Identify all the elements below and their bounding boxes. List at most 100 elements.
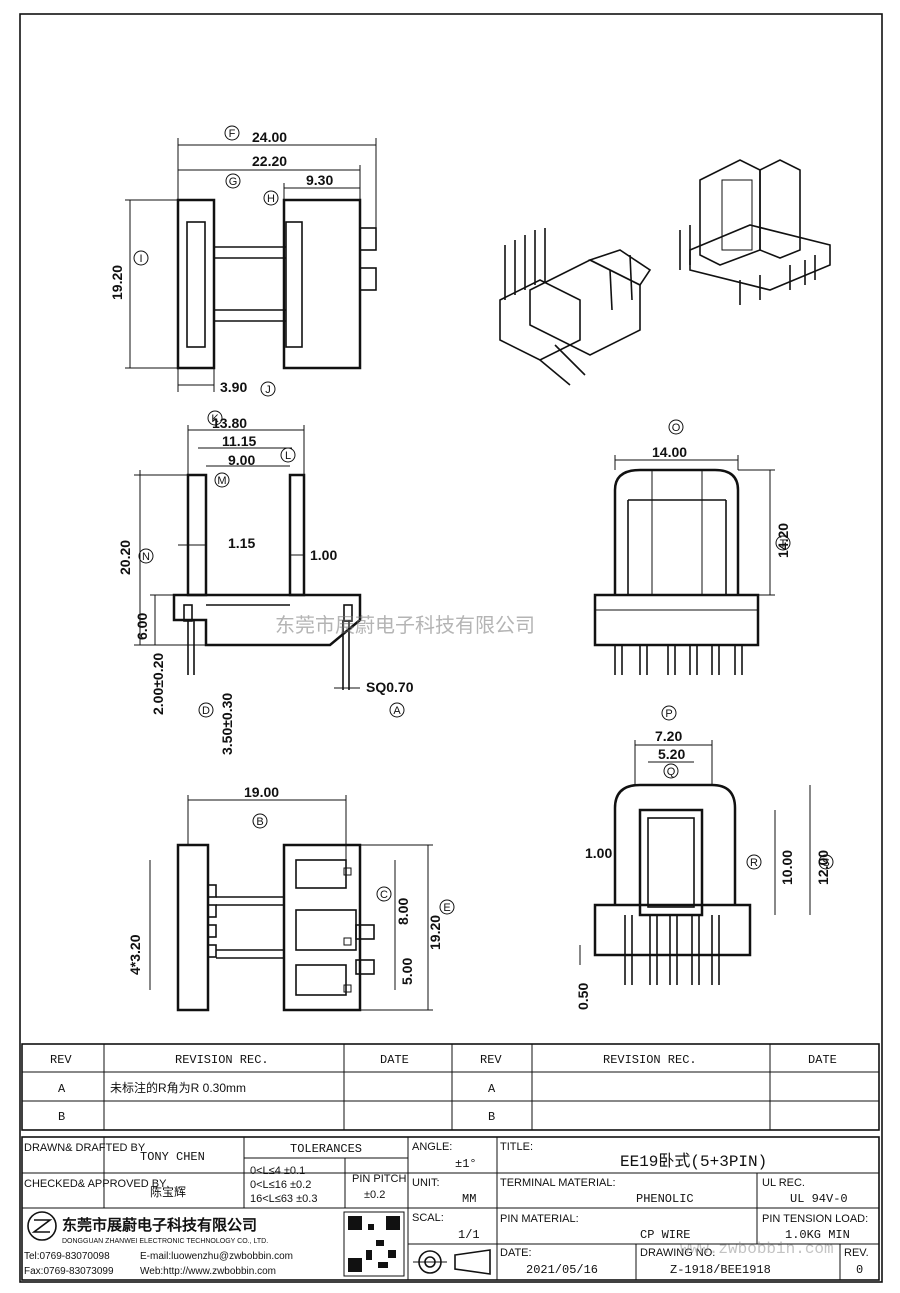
callout-circle-i [133,250,149,266]
dim-pin-length-1: 2.00±0.20 [150,653,166,715]
callout-circle-s [818,854,834,870]
callout-letter-q: Q [667,766,676,778]
scale-value: 1/1 [458,1228,480,1242]
drawn-value: TONY CHEN [140,1150,205,1164]
callout-letter-s: S [822,857,829,869]
callout-circle-q [663,763,679,779]
callout-circle-b [252,813,268,829]
callout-letter-l: L [285,450,291,462]
angle-value: ±1° [455,1157,477,1171]
scale-label: SCAL: [412,1212,444,1224]
dim-section-inner-width: 5.20 [658,746,685,762]
callout-circle-r [746,854,762,870]
callout-circle-n [138,548,154,564]
callout-letter-j: J [265,384,271,396]
terminal-material-value: PHENOLIC [636,1192,694,1206]
side-view: 13.80 11.15 9.00 20.20 6.00 1.15 1.00 2.… [117,415,414,755]
angle-label: ANGLE: [412,1141,452,1153]
dim-top-right: 9.30 [306,172,333,188]
callout-letter-r: R [750,857,758,869]
dim-bottom-h3: 5.00 [399,958,415,985]
rev-row-b: B [58,1110,65,1124]
dim-side-height: 20.20 [117,540,133,575]
dim-side-w3: 9.00 [228,452,255,468]
callout-letter-h: H [267,193,275,205]
company-name-en: DONGGUAN ZHANWEI ELECTRONIC TECHNOLOGY C… [62,1238,268,1245]
unit-value: MM [462,1192,476,1206]
tolerance-row-1: 0<L≤4 ±0.1 [250,1165,305,1177]
callout-circle-a [389,702,405,718]
pin-material-value: CP WIRE [640,1228,690,1242]
callout-circle-p [661,705,677,721]
callout-letter-f: F [229,128,236,140]
qr-code-icon [343,1211,405,1277]
dim-section-h2: 12.00 [815,850,831,885]
callout-circle-c [376,886,392,902]
ul-value: UL 94V-0 [790,1192,848,1206]
sheet-border [19,13,883,1283]
callout-circle-o [668,419,684,435]
company-web: Web:http://www.zwbobbin.com [140,1266,276,1277]
callout-circle-g [225,173,241,189]
rev-row-a: A [58,1082,66,1096]
dim-top-width: 24.00 [252,129,287,145]
checked-value: 陈宝辉 [150,1184,186,1199]
callout-circle-m [214,472,230,488]
title-value: EE19卧式(5+3PIN) [620,1152,767,1171]
dim-pin-sq: SQ0.70 [366,679,414,695]
callout-circle-e [439,899,455,915]
revision-table: REV REVISION REC. DATE REV REVISION REC.… [21,1043,880,1131]
dim-side-wall-left: 1.15 [228,535,255,551]
company-fax: Fax:0769-83073099 [24,1266,114,1277]
rev-row-a-2: A [488,1082,496,1096]
date-label: DATE: [500,1247,532,1259]
title-block: DRAWN& DRAFTED BY TONY CHEN CHECKED& APP… [21,1136,880,1281]
front-view: 14.00 14.20 [593,444,791,675]
unit-label: UNIT: [412,1177,440,1189]
revision-rec-header-1: REVISION REC. [175,1053,269,1067]
dim-side-w1: 13.80 [212,415,247,431]
rev-value: 0 [856,1263,863,1277]
pin-tension-label: PIN TENSION LOAD: [762,1213,868,1225]
rev-header-1: REV [50,1053,72,1067]
title-label: TITLE: [500,1141,533,1153]
tolerances-label: TOLERANCES [290,1142,362,1156]
callout-letter-k: K [211,413,219,425]
drawing-no-value: Z-1918/BEE1918 [670,1263,771,1277]
dim-top-flange: 3.90 [220,379,247,395]
rev-row-b-2: B [488,1110,495,1124]
date-header-2: DATE [808,1053,837,1067]
callout-circle-l [280,447,296,463]
dim-pin-length-2: 3.50±0.30 [219,693,235,755]
dim-section-wall: 1.00 [585,845,612,861]
callout-letter-d: D [202,705,210,717]
company-logo [27,1211,57,1241]
callout-letter-g: G [229,176,238,188]
dim-side-wall-right: 1.00 [310,547,337,563]
callout-letter-t: T [780,538,787,550]
dim-bottom-width: 19.00 [244,784,279,800]
callout-circle-t [775,535,791,551]
bottom-view: 19.00 4*3.20 8.00 19.20 5.00 [127,784,443,1012]
callout-circle-h [263,190,279,206]
watermark-company: 东莞市展蔚电子科技有限公司 [275,613,535,637]
dim-side-base: 6.00 [134,613,150,640]
top-view: 24.00 22.20 9.30 19.20 3.90 [109,129,377,395]
dim-bottom-h1: 8.00 [395,898,411,925]
callout-circle-j [260,381,276,397]
dim-top-inner: 22.20 [252,153,287,169]
callout-letter-e: E [443,902,450,914]
pin-pitch-value: ±0.2 [364,1189,385,1201]
callout-letter-o: O [672,422,681,434]
callout-circle-k [207,410,223,426]
callout-circle-d [198,702,214,718]
projection-symbol-icon [413,1249,491,1275]
callout-letter-b: B [256,816,263,828]
company-name-cn: 东莞市展蔚电子科技有限公司 [62,1216,257,1234]
callout-letter-p: P [665,708,672,720]
watermark-url: www.zwbobbin.com [680,1240,834,1258]
callout-circle-f [224,125,240,141]
dim-section-gap: 0.50 [575,983,591,1010]
